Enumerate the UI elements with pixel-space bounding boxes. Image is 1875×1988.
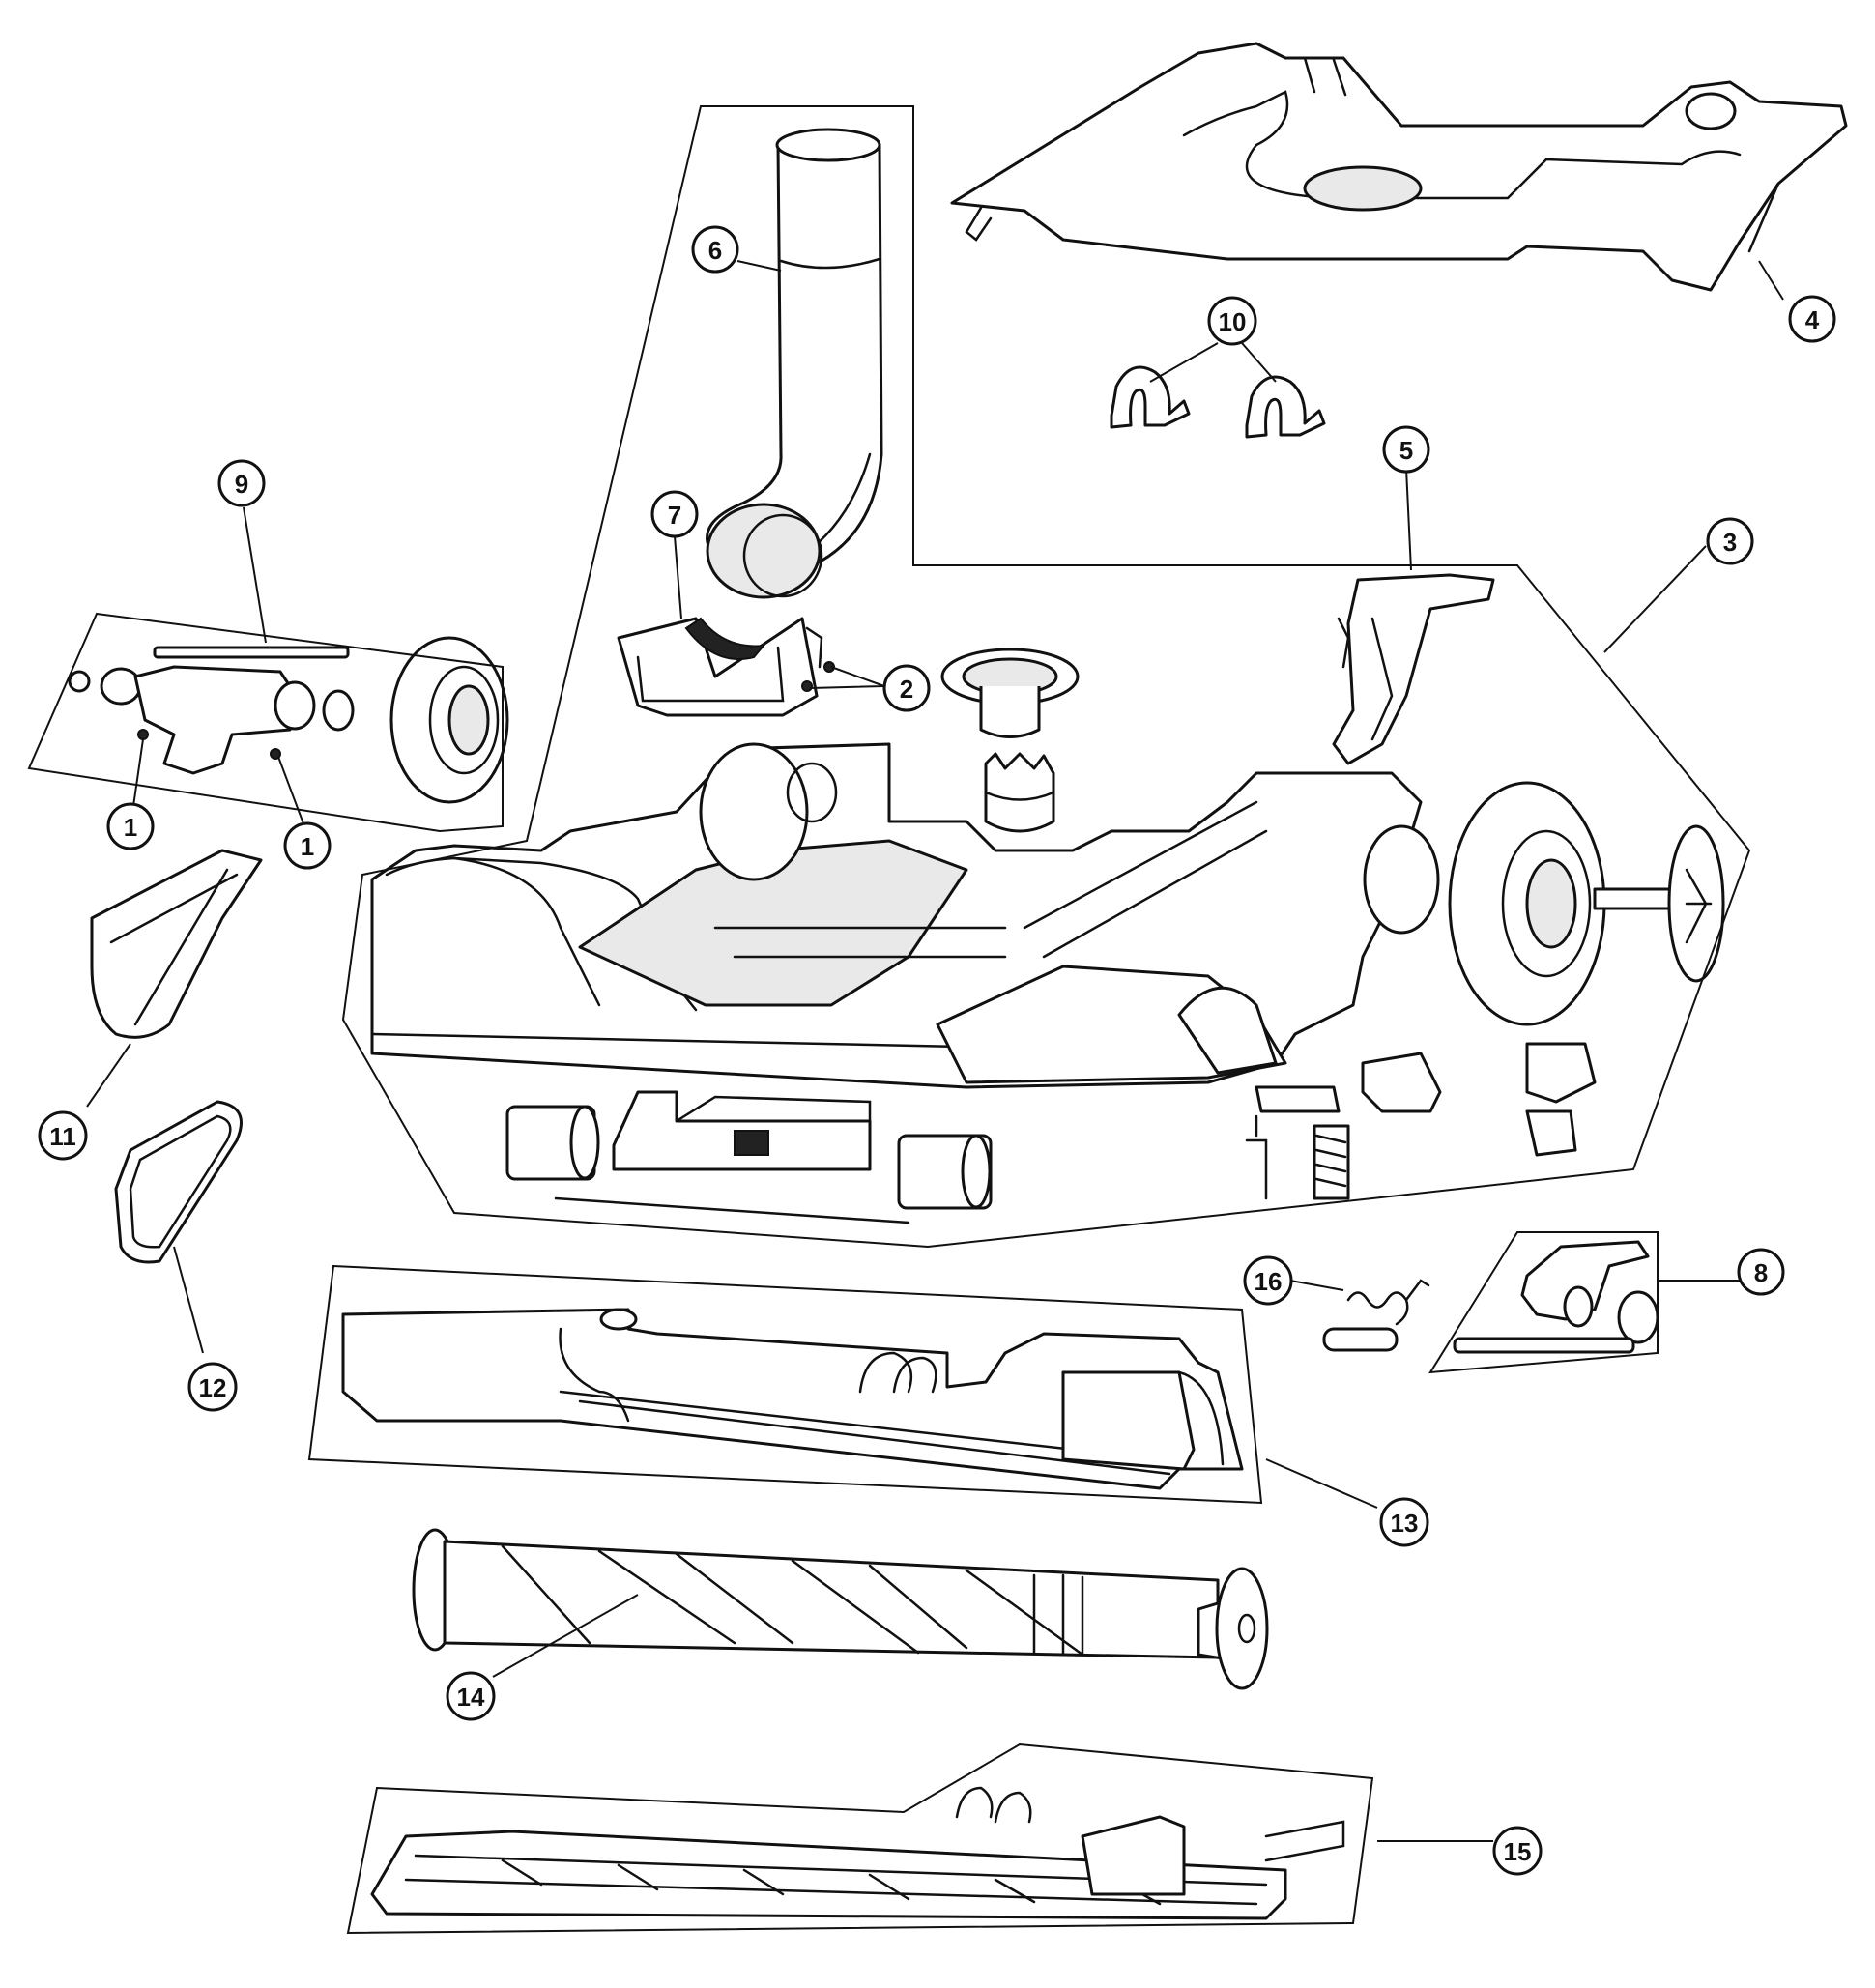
part-belt [90,849,263,1039]
callout-11: 11 [38,1110,88,1161]
callout-5: 5 [1382,425,1430,474]
part-bottom-cover [341,1308,1244,1490]
callout-12: 12 [188,1362,238,1412]
part-spring-pin [1322,1279,1430,1352]
frame-part-3 [341,105,1751,1249]
part-rear-wheels [1363,781,1725,1026]
frame-part-15 [346,1743,1374,1935]
part-small-belt [114,1100,243,1264]
callout-7: 7 [650,490,699,538]
callout-label: 12 [199,1373,227,1402]
callout-label: 6 [708,236,722,265]
group-frames [27,105,1751,1935]
callout-label: 13 [1391,1509,1419,1538]
callout-label: 1 [124,813,137,842]
callout-16: 16 [1243,1255,1293,1306]
part-pedal [1332,573,1495,765]
callout-label: 8 [1754,1258,1768,1287]
callout-label: 3 [1723,528,1737,557]
part-screws [801,661,835,692]
callout-3: 3 [1706,517,1754,565]
callout-label: 15 [1504,1837,1532,1866]
part-hose-elbow [706,128,883,599]
part-base-housing [370,742,1423,1089]
callout-6: 6 [691,225,739,274]
part-side-bracket [68,636,509,804]
callout-4: 4 [1788,295,1836,343]
part-caster-assembly [1453,1240,1659,1354]
callout-8: 8 [1737,1248,1785,1296]
callout-9: 9 [217,459,266,507]
part-front-rollers [505,1090,993,1224]
callout-13: 13 [1379,1497,1429,1547]
callout-label: 9 [235,470,248,499]
part-brush-roll [412,1528,1269,1690]
callout-1a: 1 [106,802,155,850]
callout-label: 5 [1399,436,1413,465]
callout-label: 4 [1805,305,1820,334]
callout-label: 1 [301,832,314,861]
callout-label: 16 [1255,1267,1283,1296]
callout-label: 14 [457,1683,485,1712]
frame-part-9 [27,612,504,833]
callout-14: 14 [446,1671,496,1721]
frame-part-13 [307,1264,1263,1505]
callout-label: 2 [900,675,913,704]
part-filter-cap [940,648,1080,833]
callout-label: 10 [1219,307,1247,336]
callout-label: 7 [668,501,681,530]
callout-1b: 1 [283,821,332,870]
part-clips [1110,365,1326,439]
callout-label: 11 [49,1122,76,1151]
callout-10: 10 [1207,296,1257,346]
callout-15: 15 [1492,1826,1543,1876]
part-base-plate [370,1786,1345,1920]
part-hood-cover [950,42,1848,292]
frame-part-8 [1428,1231,1659,1374]
callout-2: 2 [882,664,931,712]
part-linkage-pieces [1245,1042,1597,1200]
part-hose-bracket [617,617,823,717]
